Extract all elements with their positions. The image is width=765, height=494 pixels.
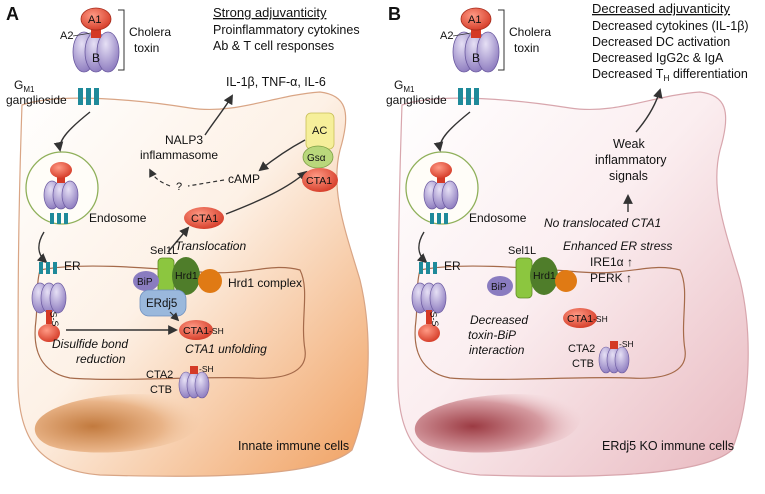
cta1-sh-b [563,308,597,328]
er-a [34,265,306,380]
gm1-receptor-b [458,88,479,105]
endosome-toxin-b [423,162,459,224]
cholera-toxin-b [452,7,500,73]
toxin-a-a1: A1 [88,14,101,26]
erdj5-a: ERdj5 [146,298,177,310]
ctb-b: CTB [572,358,594,370]
nucleus-a [34,394,201,453]
hrd1-complex-label: Hrd1 complex [228,276,302,290]
toxin-b-name-2: toxin [514,41,539,55]
disulfide-a-2: reduction [76,352,126,366]
endosome-a-label: Endosome [89,211,147,225]
decreased-b-2: toxin-BiP [468,328,516,342]
toxin-b-a2: A2 [440,30,453,42]
hrd1-complex-a [133,257,222,317]
sel1l-b: Sel1L [508,245,536,257]
bip-a: BiP [137,277,153,288]
gsa-a: Gsα [307,153,326,164]
er-toxin-a [31,262,67,342]
question-a: ? [176,181,182,193]
nalp3-a-1: NALP3 [165,133,203,147]
toxin-a-name-1: Cholera [129,25,171,39]
cell-b-label: ERdj5 KO immune cells [602,439,734,453]
panel-a-effect-1: Proinflammatory cytokines [213,23,360,37]
cta2-ctb-a [178,366,210,399]
cholera-toxin-a [72,7,120,73]
translocation-a: Translocation [175,239,246,253]
no-translocated-b: No translocated CTA1 [544,216,661,230]
cell-a-label: Innate immune cells [238,439,349,453]
perk-b: PERK ↑ [590,271,632,285]
gm1-b-main: GM1 [394,78,415,94]
cytokines-a: IL-1β, TNF-α, IL-6 [226,75,326,89]
panel-a-heading: Strong adjuvanticity [213,5,327,20]
panel-a-letter: A [6,4,19,24]
weak-b-2: inflammatory [595,153,667,167]
panel-b-effect-2: Decreased DC activation [592,35,730,49]
panel-b-effect-3: Decreased IgG2c & IgA [592,51,724,65]
toxin-a-a2: A2 [60,30,73,42]
panel-b-effect-1: Decreased cytokines (IL-1β) [592,19,749,33]
nucleus-b [414,394,581,453]
hrd1-b: Hrd1 [533,270,556,282]
ac-gsa-complex-a [302,112,338,192]
ire1-b: IRE1α ↑ [590,255,633,269]
sh-a: -SH [199,364,214,374]
ss-a-label: S-S [48,311,60,328]
hrd1-complex-b [487,257,577,299]
er-a-label: ER [64,259,81,273]
cta1-sh-a [179,320,213,340]
cta1-sh-a-label: CTA1-SH [183,325,224,337]
er-b-label: ER [444,259,461,273]
cta1-translocating-a-label: CTA1 [191,213,218,225]
toxin-b-name-1: Cholera [509,25,551,39]
sh-b: -SH [619,339,634,349]
toxin-b-a1: A1 [468,14,481,26]
ac-a: AC [312,125,327,137]
toxin-a-name-2: toxin [134,41,159,55]
gm1-receptor-a [78,88,99,105]
cta2-ctb-b [598,341,630,374]
weak-b-1: Weak [613,137,645,151]
bip-b: BiP [491,282,507,293]
ctb-a: CTB [150,384,172,396]
weak-b-3: signals [609,169,648,183]
camp-a: cAMP [228,172,260,186]
er-b [414,265,686,380]
disulfide-a-1: Disulfide bond [52,337,128,351]
panel-b-letter: B [388,4,401,24]
panel-b-effect-4: Decreased TH differentiation [592,67,748,83]
hrd1-a: Hrd1 [175,270,198,282]
gm1-b-line2: ganglioside [386,93,447,107]
cta1-sh-b-label: CTA1-SH [567,313,608,325]
sel1l-a: Sel1L [150,245,178,257]
cta2-a: CTA2 [146,369,173,381]
decreased-b-3: interaction [469,343,525,357]
er-toxin-b [411,262,447,342]
nalp3-a-2: inflammasome [140,148,218,162]
unfolding-a: CTA1 unfolding [185,342,267,356]
gm1-a-main: GM1 [14,78,35,94]
endosome-toxin-a [43,162,79,224]
gm1-a-line2: ganglioside [6,93,67,107]
panel-a-effect-2: Ab & T cell responses [213,39,334,53]
decreased-b-1: Decreased [470,313,528,327]
ss-b-label: S-S [428,311,440,328]
toxin-b-b: B [472,51,480,65]
cta1-cytosol-a: CTA1 [306,175,332,187]
enhanced-er-b: Enhanced ER stress [563,239,672,253]
endosome-b-label: Endosome [469,211,527,225]
cta2-b: CTA2 [568,343,595,355]
toxin-a-b: B [92,51,100,65]
cta1-translocating-a [184,207,224,229]
panel-b-heading: Decreased adjuvanticity [592,1,731,16]
